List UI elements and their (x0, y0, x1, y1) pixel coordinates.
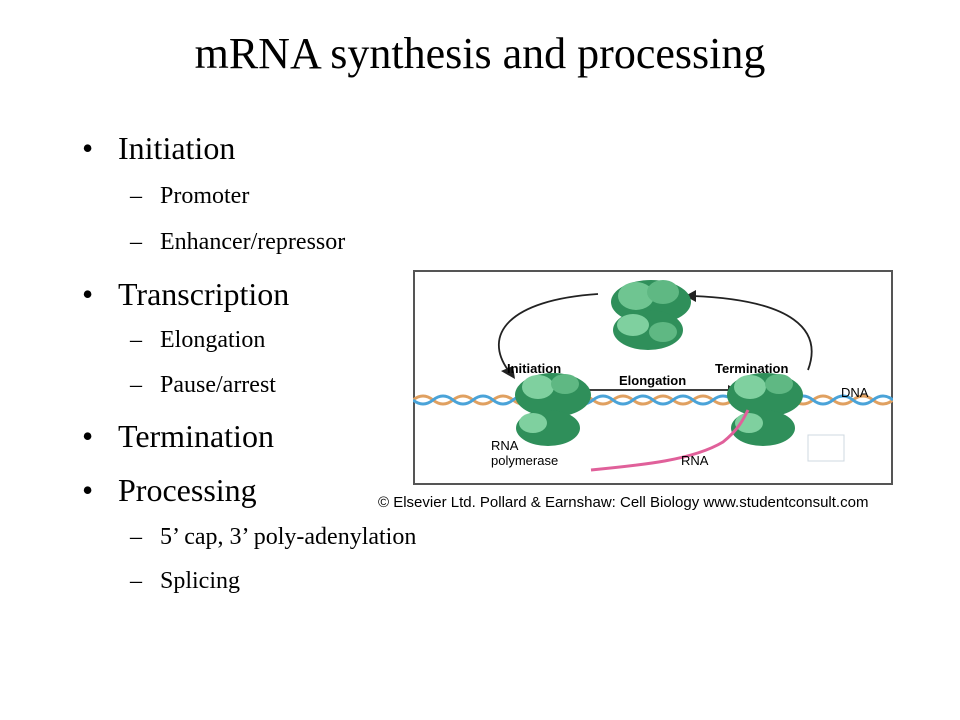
bullet-list: Initiation Promoter Enhancer/repressor T… (82, 128, 416, 593)
sub-bullet-enhancer: Enhancer/repressor (82, 230, 416, 254)
free-polymerase-icon (611, 280, 691, 350)
bullet-processing: Processing (82, 474, 416, 506)
cycle-arrowhead-right (685, 290, 696, 302)
bullet-transcription: Transcription (82, 278, 416, 310)
cycle-arrowhead-left (501, 366, 515, 379)
label-rna-polymerase-line1: RNA (491, 438, 519, 453)
dna-helix (413, 394, 893, 406)
slide-title: mRNA synthesis and processing (194, 29, 766, 78)
bullet-initiation: Initiation (82, 132, 416, 164)
label-rna-polymerase-line2: polymerase (491, 453, 558, 468)
sub-bullet-pause: Pause/arrest (82, 373, 416, 397)
sub-bullet-promoter: Promoter (82, 184, 416, 208)
cycle-arrow-right (692, 295, 813, 371)
label-elongation: Elongation (619, 373, 686, 388)
label-rna: RNA (681, 453, 709, 468)
sub-bullet-cap-polya: 5’ cap, 3’ poly-adenylation (82, 525, 416, 549)
label-initiation: Initiation (507, 361, 561, 376)
transcription-cycle-figure: Initiation Elongation Termination DNA RN… (413, 270, 893, 485)
publisher-logo-icon (807, 434, 845, 462)
label-termination: Termination (715, 361, 788, 376)
cycle-arrow-left (498, 293, 599, 371)
sub-bullet-elongation: Elongation (82, 328, 416, 352)
sub-bullet-splicing: Splicing (82, 569, 416, 593)
bullet-termination: Termination (82, 420, 416, 452)
label-dna: DNA (841, 385, 869, 400)
termination-polymerase-icon (727, 373, 803, 446)
initiation-polymerase-icon (515, 373, 591, 446)
rna-transcript (590, 409, 750, 472)
figure-caption: © Elsevier Ltd. Pollard & Earnshaw: Cell… (378, 494, 869, 511)
